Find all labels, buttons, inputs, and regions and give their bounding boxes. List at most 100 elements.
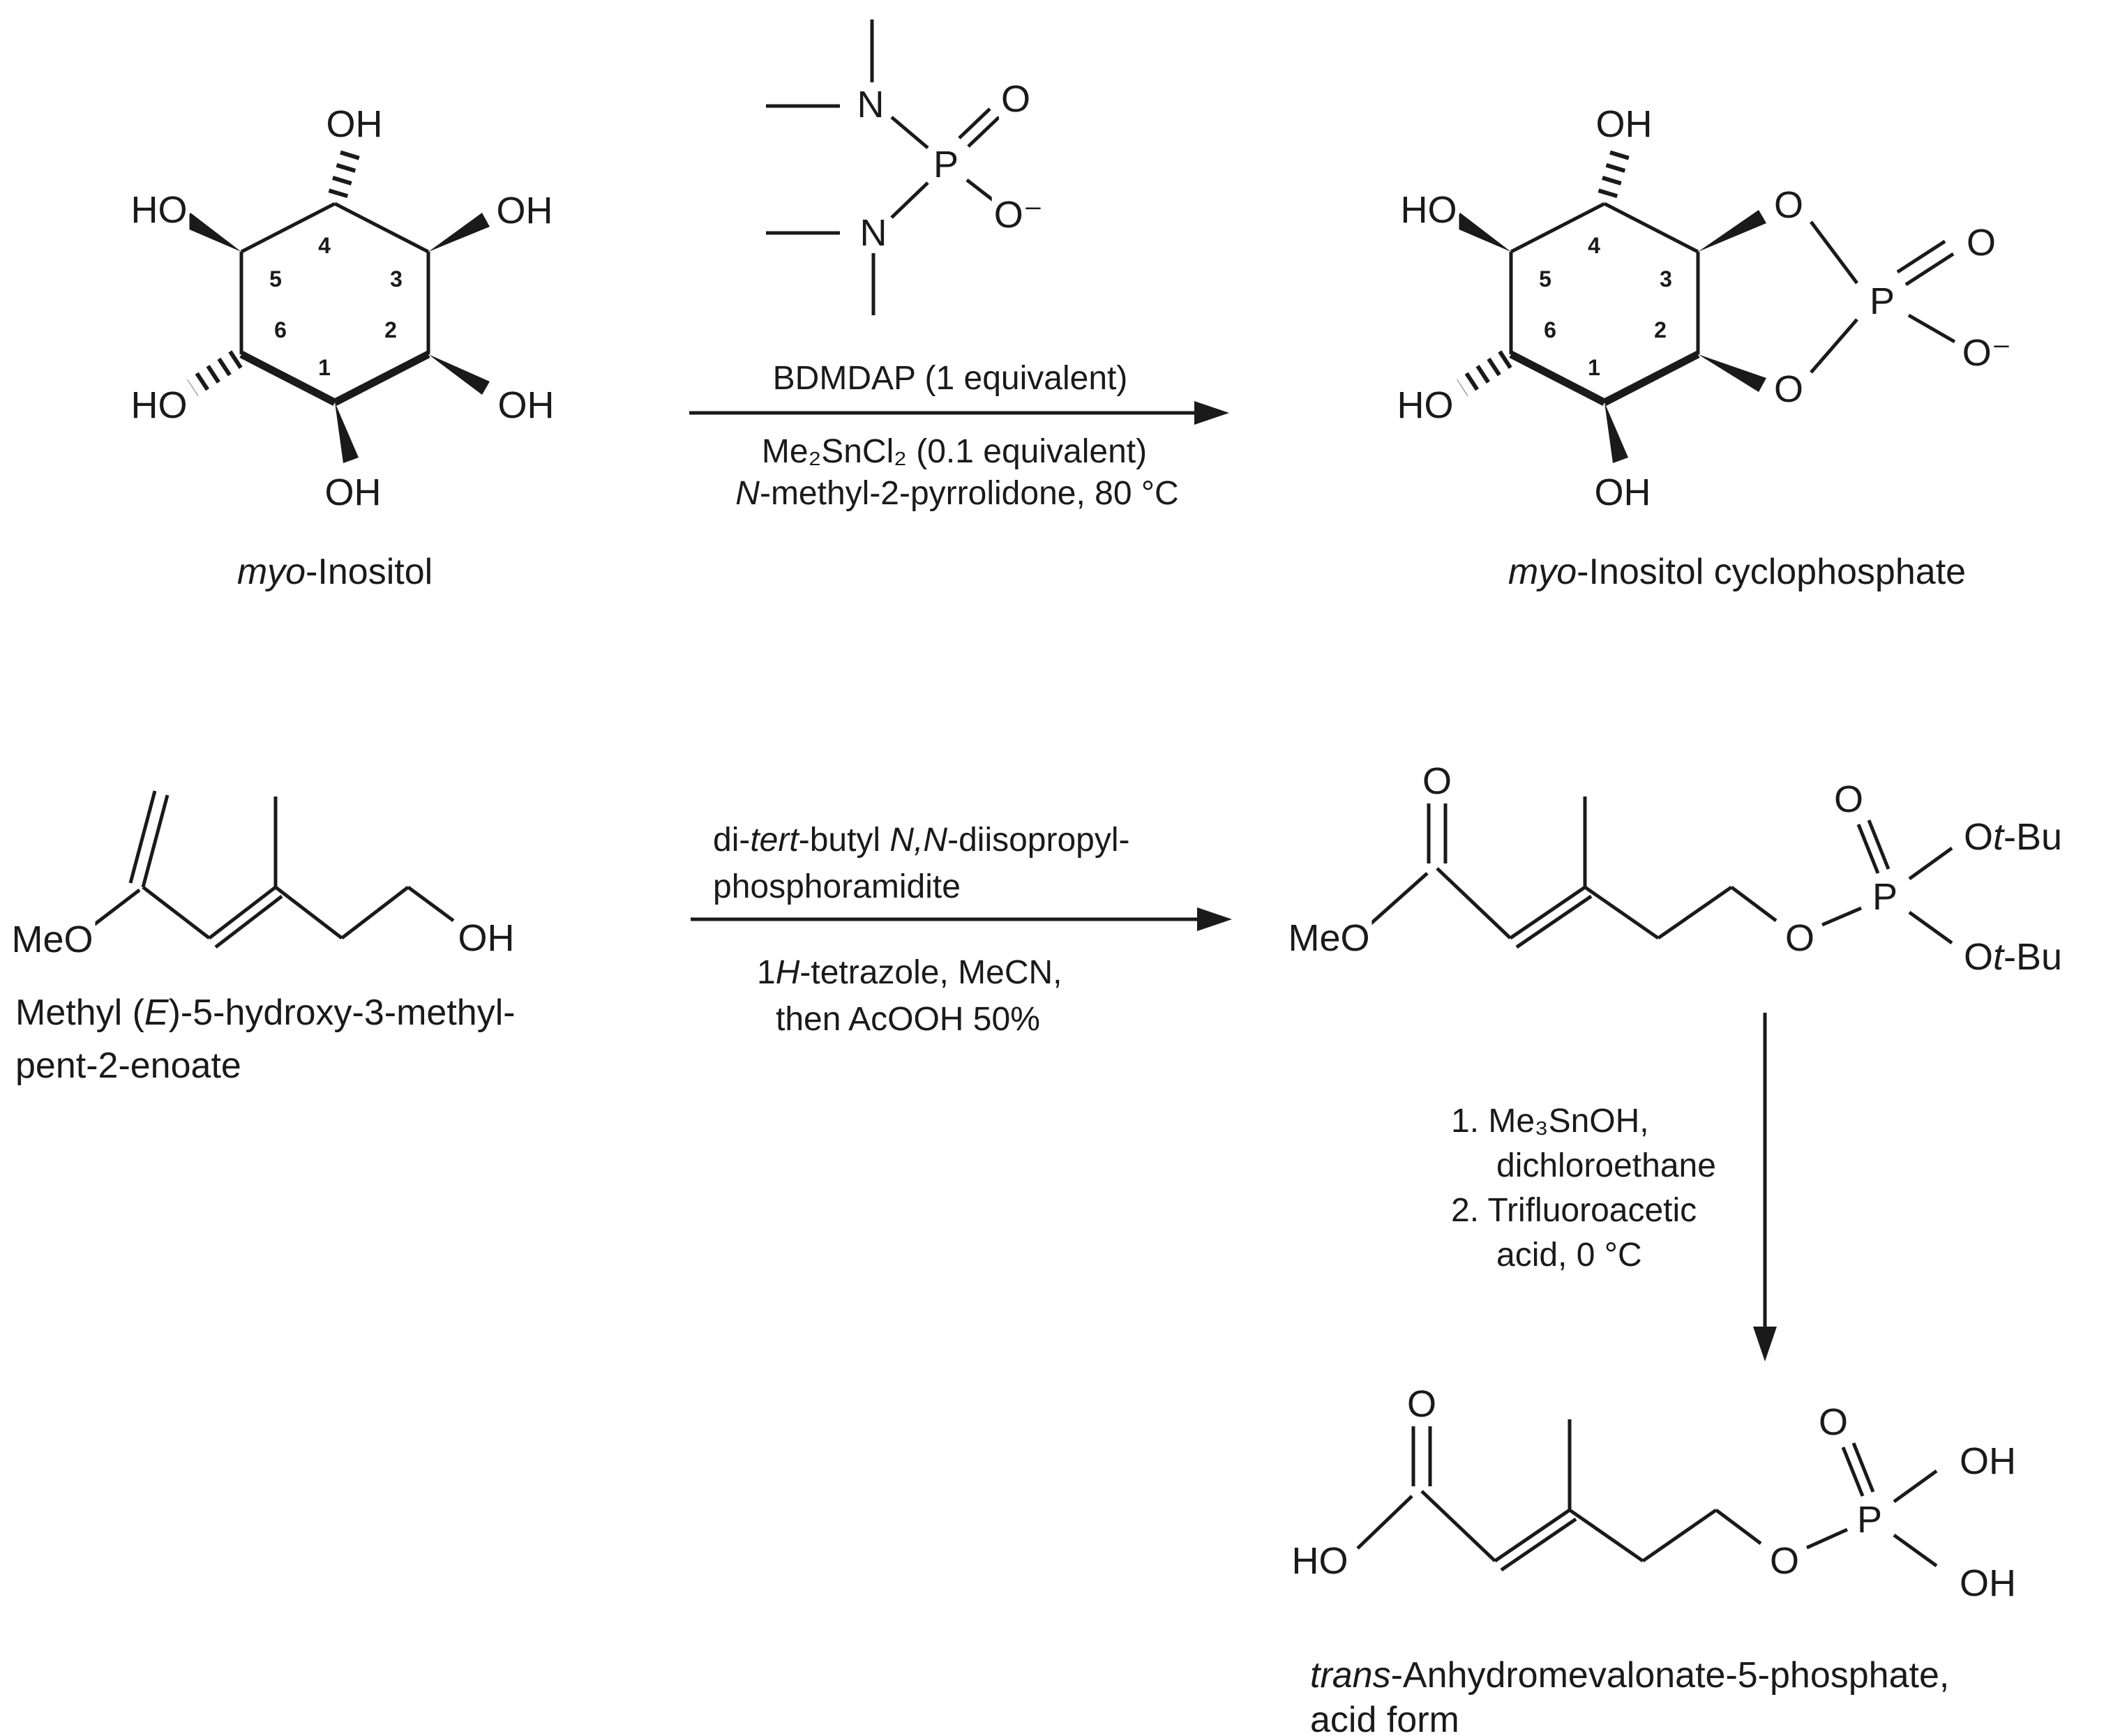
atom-label-o-minus: O⁻ [1960,333,2014,373]
atom-label-p: P [1854,1500,1885,1540]
name-pre: Methyl ( [15,992,144,1033]
reaction-arrow-3 [1753,1013,1777,1361]
conditions-below2-arrow1: N-methyl-2-pyrrolidone, 80 °C [735,477,1178,511]
atom-label-meo: MeO [9,919,96,960]
conditions-above2-arrow2: phosphoramidite [713,868,961,905]
cond-part: di- [713,822,751,859]
reactant-name-pentenoate-line1: Methyl (E)-5-hydroxy-3-methyl- [15,995,516,1031]
atom-label-o: O [1771,369,1806,409]
ring-number-3: 3 [1660,266,1672,292]
ring-number-4: 4 [318,233,331,258]
hash-bond [1598,146,1631,199]
double-bond [1494,1508,1571,1563]
ring-number-2: 2 [384,317,397,342]
cond-part: -diisopropyl- [947,822,1130,859]
atom-label-ho: HO [128,190,190,230]
inositol-structure [183,146,490,463]
atom-label-ho: HO [1289,1541,1351,1581]
name-rest: )-5-hydroxy-3-methyl- [168,992,516,1033]
hash-bond [328,146,361,199]
ring-number-1: 1 [1588,355,1600,380]
conditions-step2-line2: dichloroethane [1496,1147,1716,1184]
cond-part: 1 [757,954,776,991]
name-italic-e: E [144,992,169,1033]
wedge-bond [1452,213,1511,252]
cond-part: -tetrazole, MeCN, [799,954,1062,991]
ring-number-6: 6 [1544,317,1556,342]
atom-label-oh: OH [324,104,385,144]
cond-italic-nn: N,N [889,822,948,859]
hash-bond [187,350,243,396]
ring-number-1: 1 [318,355,331,380]
double-bond [967,116,1000,148]
atom-label-otbu: Ot-Bu [1962,936,2065,978]
name-rest: -Inositol [306,552,433,592]
double-bond [1515,894,1593,949]
atom-label-meo: MeO [1286,918,1372,958]
atom-label-p: P [1870,877,1900,917]
double-bond [1904,252,1955,287]
atom-label-o: O [1767,1541,1802,1581]
conditions-below2-arrow2: then AcOOH 50% [776,1001,1040,1038]
double-bond [1841,1447,1865,1497]
atom-label-oh: OH [1592,472,1653,513]
atom-label-o: O [1782,918,1817,958]
double-bond [141,794,170,888]
atom-label-ho: HO [1395,385,1456,425]
atom-label-n: N [857,213,889,253]
ring-number-6: 6 [274,317,287,342]
name-italic: myo [236,552,306,592]
wedge-bond [183,213,241,252]
atom-label-ho: HO [128,385,190,425]
atom-label-o: O [1420,761,1455,801]
atom-label-otbu: Ot-Bu [1962,816,2065,858]
hash-bond [1457,350,1512,396]
cond-text: -methyl-2-pyrrolidone, 80 °C [759,475,1179,512]
wedge-bond [1604,402,1628,463]
atom-label-o: O [1964,222,1999,263]
double-bond [208,886,277,939]
double-bond [214,895,283,949]
double-bond [958,107,991,139]
product-name-cyclophosphate: myo-Inositol cyclophosphate [1508,554,1966,590]
cond-italic-n: N [735,475,760,512]
product-name-line1: trans-Anhydromevalonate-5-phosphate, [1310,1657,1949,1693]
otbu-bu: -Bu [2004,936,2063,978]
atom-label-o: O [1771,185,1806,225]
double-bond [1851,1442,1875,1493]
ring-number-4: 4 [1588,233,1600,258]
wedge-bond [428,354,490,395]
conditions-below1-arrow2: 1H-tetrazole, MeCN, [757,956,1062,990]
double-bond [1896,239,1946,274]
wedge-bond [428,213,490,252]
reaction-arrow-1 [689,401,1229,425]
atom-label-o: O [998,79,1033,119]
conditions-below1-arrow1: Me₂SnCl₂ (0.1 equivalent) [761,433,1148,470]
name-italic: myo [1508,552,1577,592]
product-name-line2: acid form [1310,1700,1459,1736]
double-bond [1500,1517,1577,1572]
bdmdap-structure [766,20,1000,315]
ring-number-5: 5 [1539,266,1551,292]
atom-label-ho: HO [1398,190,1459,230]
otbu-o: O [1964,816,1994,858]
arrowhead [1194,401,1229,425]
atom-label-o: O [1816,1402,1851,1442]
conditions-step2-line4: acid, 0 °C [1496,1237,1642,1274]
atom-label-o-minus: O⁻ [991,195,1046,235]
wedge-bond [1698,210,1766,252]
atom-label-o: O [1831,779,1866,820]
double-bond [1509,885,1586,940]
atom-label-n: N [855,84,887,125]
product-structure [1356,1419,1938,1572]
cond-italic-tert: tert [750,822,799,859]
conditions-step2-line1: 1. Me₃SnOH, [1451,1103,1649,1140]
reactant-name-inositol: myo-Inositol [237,554,433,590]
double-bond [1856,824,1880,874]
otbu-italic-t: t [1993,816,2004,858]
pentenoate-structure [91,790,455,949]
ring-number-3: 3 [390,266,403,292]
atom-label-o: O [1404,1384,1439,1424]
